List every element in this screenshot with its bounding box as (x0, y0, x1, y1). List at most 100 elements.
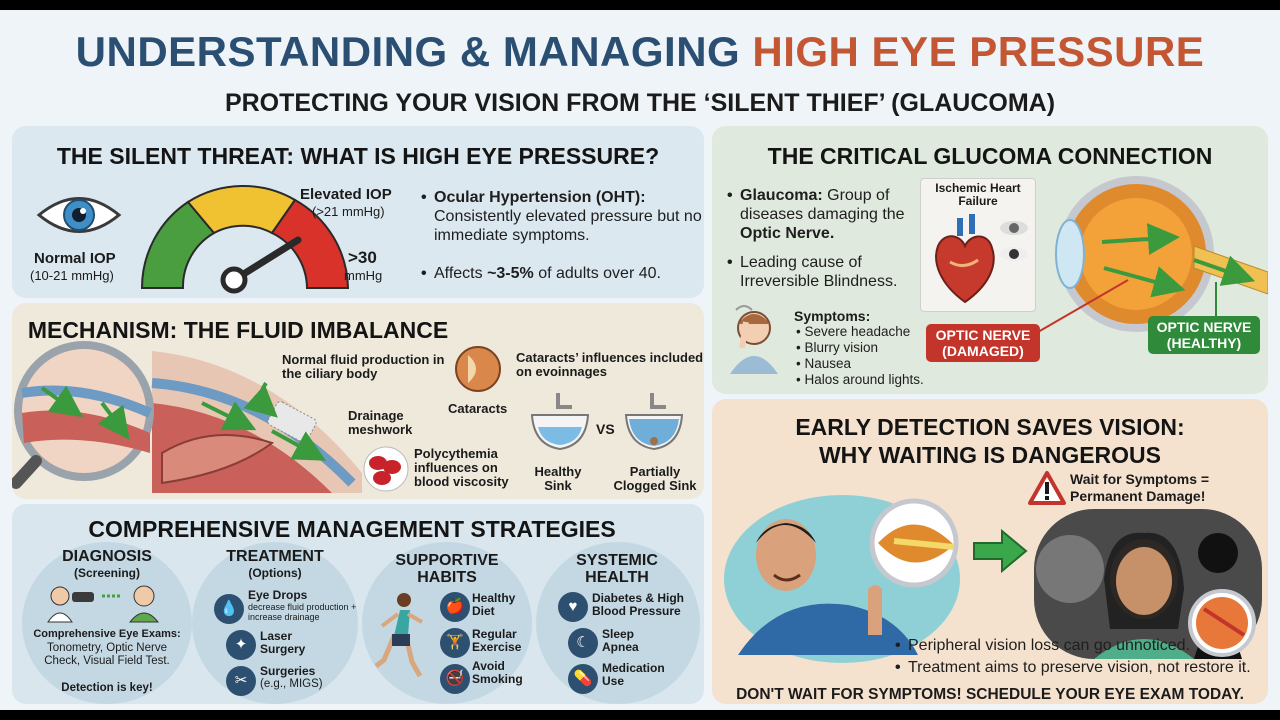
heart-pulse-icon: ♥ (558, 592, 588, 622)
diagnosis-circle (22, 542, 192, 704)
patient-pointing-illustration (724, 495, 960, 663)
treatment-circle (192, 542, 358, 704)
symptom-item: • Halos around lights. (796, 372, 924, 387)
treatment-aim-bullet: Treatment aims to preserve vision, not r… (895, 658, 1268, 677)
diagnosis-key: Detection is key! (61, 682, 153, 694)
title-accent: HIGH EYE PRESSURE (752, 28, 1205, 75)
clogged-sink-label: Partially Clogged Sink (613, 464, 697, 493)
arrow-right-icon (973, 528, 1028, 574)
cataracts-label: Cataracts (448, 401, 508, 416)
oht-bullet: Ocular Hypertension (OHT): Consistently … (421, 188, 702, 245)
headache-person-icon (730, 305, 778, 374)
early-detection-panel: EARLY DETECTION SAVES VISION: WHY WAITIN… (712, 399, 1268, 704)
cataracts-influence-label: Cataracts’ influences included on evoinn… (516, 350, 704, 379)
glaucoma-heading: THE CRITICAL GLUCOMA CONNECTION (767, 143, 1213, 169)
call-to-action: DON'T WAIT FOR SYMPTOMS! SCHEDULE YOUR E… (736, 686, 1244, 703)
blood-cells-icon (363, 446, 409, 492)
symptoms-title: Symptoms: (794, 308, 871, 324)
symptom-item: • Blurry vision (796, 340, 878, 355)
title-main: UNDERSTANDING & MANAGING (75, 28, 741, 75)
fluid-production-label: Normal fluid production in the ciliary b… (282, 352, 445, 381)
symptom-item: • Nausea (796, 356, 852, 371)
peripheral-loss-bullet: Peripheral vision loss can go unnoticed. (895, 636, 1268, 655)
mechanism-heading: MECHANISM: THE FLUID IMBALANCE (27, 317, 449, 343)
glaucoma-desc: Group of diseases damaging the (740, 187, 905, 223)
silent-threat-heading: THE SILENT THREAT: WHAT IS HIGH EYE PRES… (56, 143, 660, 169)
optic-nerve-damaged-label: OPTIC NERVE (DAMAGED) (926, 324, 1040, 362)
vision-loss-illustration (1034, 509, 1262, 659)
regular-exercise-label: Regular Exercise (472, 627, 522, 654)
optic-nerve-healthy-label: OPTIC NERVE (HEALTHY) (1148, 316, 1260, 354)
management-heading: COMPREHENSIVE MANAGEMENT STRATEGIES (88, 516, 616, 542)
clogged-sink-icon (624, 393, 684, 451)
oht-desc: Consistently elevated pressure but no im… (434, 208, 702, 244)
glaucoma-panel: THE CRITICAL GLUCOMA CONNECTION Glaucoma… (712, 126, 1268, 394)
early-heading-line-1: EARLY DETECTION SAVES VISION: (795, 414, 1185, 440)
healthy-sink-icon (530, 393, 590, 451)
damaged-pointer (1037, 279, 1129, 333)
dumbbell-icon: 🏋 (440, 628, 470, 658)
surgeries-label: Surgeries (260, 664, 316, 678)
elevated-iop-label: Elevated IOP (300, 186, 392, 203)
glaucoma-term: Glaucoma: (740, 187, 823, 204)
diabetes-label: Diabetes & High Blood Pressure (592, 591, 685, 618)
warning-text: Wait for Symptoms = Permanent Damage! (1070, 471, 1210, 504)
diagnosis-list: Tonometry, Optic Nerve Check, Visual Fie… (44, 642, 170, 667)
optic-nerve-term: Optic Nerve. (740, 225, 835, 242)
pill-icon: 💊 (568, 664, 598, 694)
eye-cross-section-illustration (12, 341, 362, 493)
mechanism-panel: MECHANISM: THE FLUID IMBALANCE Normal fl… (12, 303, 704, 499)
healthy-pointer (1215, 282, 1217, 320)
high-iop-unit: mmHg (344, 268, 383, 283)
polycythemia-label: Polycythemia influences on blood viscosi… (414, 446, 509, 489)
laser-icon: ✦ (226, 630, 256, 660)
page-subtitle: PROTECTING YOUR VISION FROM THE ‘SILENT … (224, 89, 1056, 117)
warning-icon (1028, 471, 1066, 505)
systemic-circle (536, 542, 700, 704)
affects-value: ~3-5% (487, 265, 534, 282)
heart-icon (935, 214, 995, 304)
eye-icon (36, 197, 122, 233)
diagnosis-subtitle: (Screening) (73, 566, 140, 580)
sleep-bed-icon: ☾ (568, 628, 598, 658)
healthy-sink-label: Healthy Sink (534, 464, 582, 493)
healthy-diet-label: Healthy Diet (472, 591, 516, 618)
eye-drops-label: Eye Drops (248, 588, 308, 602)
infographic-page: UNDERSTANDING & MANAGING HIGH EYE PRESSU… (0, 10, 1280, 710)
supportive-title: SUPPORTIVE HABITS (395, 552, 499, 586)
apple-icon: 🍎 (440, 592, 470, 622)
diagnosis-exams: Comprehensive Eye Exams: (33, 628, 181, 640)
eye-drops-icon: 💧 (214, 594, 244, 624)
silent-threat-panel: THE SILENT THREAT: WHAT IS HIGH EYE PRES… (12, 126, 704, 298)
treatment-subtitle: (Options) (248, 566, 302, 580)
avoid-smoking-label: Avoid Smoking (472, 659, 523, 686)
eyeball-cross-section-illustration (1055, 176, 1268, 332)
management-panel: COMPREHENSIVE MANAGEMENT STRATEGIES DIAG… (12, 504, 704, 704)
eye-exam-icon (47, 585, 160, 623)
glaucoma-definition-bullet: Glaucoma: Group of diseases damaging the… (727, 186, 910, 243)
oht-term: Ocular Hypertension (OHT): (434, 189, 646, 206)
surgery-icon: ✂ (226, 666, 256, 696)
treatment-title: TREATMENT (226, 548, 324, 565)
affects-pre: Affects (434, 265, 488, 282)
no-smoking-icon: 🚭 (440, 664, 470, 694)
early-heading-line-2: WHY WAITING IS DANGEROUS (818, 442, 1162, 468)
ischemic-heart-label: Ischemic Heart Failure (935, 181, 1021, 208)
elevated-iop-range: (>21 mmHg) (312, 204, 385, 219)
normal-iop-label: Normal IOP (34, 250, 116, 267)
symptom-item: • Severe headache (796, 324, 911, 339)
drainage-meshwork-label: Drainage meshwork (348, 408, 413, 437)
cataract-lens-icon (455, 346, 501, 392)
vs-label: VS (596, 421, 615, 437)
diagnosis-title: DIAGNOSIS (62, 548, 152, 565)
pressure-gauge (140, 185, 350, 294)
surgeries-sub: (e.g., MIGS) (260, 678, 323, 690)
symptoms-list: • Severe headache• Blurry vision• Nausea… (796, 324, 924, 388)
normal-iop-range: (10-21 mmHg) (30, 268, 114, 283)
vision-eyes-icon (1000, 221, 1028, 261)
page-title: UNDERSTANDING & MANAGING HIGH EYE PRESSU… (0, 28, 1280, 76)
high-iop-value: >30 (348, 248, 377, 267)
systemic-title: SYSTEMIC HEALTH (576, 552, 658, 586)
medication-use-label: Medication Use (602, 661, 665, 688)
runner-icon (374, 593, 423, 678)
